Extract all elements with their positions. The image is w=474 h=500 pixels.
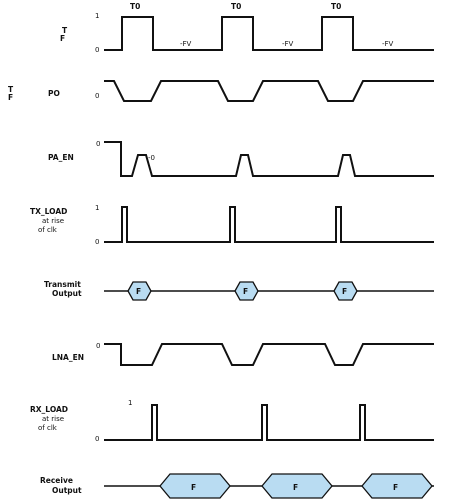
level-label-high: 0 — [96, 342, 100, 350]
signal-label-t-f-sub: F — [60, 34, 65, 43]
level-note: -FV — [382, 40, 394, 48]
waveform-t-po — [104, 80, 434, 102]
signal-label-pa-en: PA_EN — [48, 153, 74, 162]
pulse-label-t0: T0 — [130, 2, 140, 11]
pulse-label-t0: T0 — [231, 2, 241, 11]
data-packet — [159, 473, 231, 499]
waveform-pa-en — [104, 141, 434, 177]
signal-label-t-f: T — [62, 26, 68, 35]
level-label-high: 1 — [95, 12, 99, 20]
signal-label-output: Output — [52, 486, 82, 495]
signal-row-pa-en: PA_EN 0 -0 — [48, 140, 434, 177]
signal-label-t-po-sub: F — [8, 93, 13, 102]
data-packet — [361, 473, 433, 499]
signal-label-rx-load-sub: of clk — [38, 424, 58, 432]
signal-row-t-po: T F PO 0 — [8, 80, 434, 102]
level-label-low: 0 — [95, 46, 99, 54]
waveform-tx-load — [104, 206, 434, 243]
signal-label-rx-load-sub: at rise — [42, 415, 64, 423]
signal-label-t-po: T — [8, 85, 14, 94]
signal-row-transmit-output: Transmit Output F F F — [44, 280, 434, 301]
data-packet-label: F — [136, 287, 141, 296]
signal-row-rx-load: RX_LOAD at rise of clk 1 0 — [30, 399, 434, 443]
data-packet — [261, 473, 333, 499]
level-label-low: 0 — [95, 238, 99, 246]
data-packet-label: F — [393, 483, 398, 492]
signal-label-output: Output — [52, 289, 82, 298]
signal-label-lna-en: LNA_EN — [52, 353, 84, 362]
pulse-label-t0: T0 — [331, 2, 341, 11]
signal-row-lna-en: LNA_EN 0 — [52, 342, 434, 366]
data-packet — [234, 281, 259, 301]
waveform-rx-load — [104, 404, 434, 441]
signal-label-rx-load: RX_LOAD — [30, 405, 68, 414]
level-note: -FV — [282, 40, 294, 48]
level-label-low: 0 — [95, 92, 99, 100]
level-note: -FV — [180, 40, 192, 48]
waveform-t-f — [104, 16, 434, 51]
signal-row-t-f: T F 1 0 T0 T0 T0 -FV -FV -FV — [60, 2, 434, 54]
signal-label-receive: Receive — [40, 476, 73, 485]
waveform-lna-en — [104, 343, 434, 366]
data-packet-label: F — [293, 483, 298, 492]
signal-label-tx-load: TX_LOAD — [30, 207, 67, 216]
signal-row-tx-load: TX_LOAD at rise of clk 1 0 — [30, 204, 434, 246]
level-note: -0 — [148, 154, 155, 162]
data-packet-label: F — [243, 287, 248, 296]
level-label-high: 1 — [95, 204, 99, 212]
level-label-high: 1 — [128, 399, 132, 407]
signal-label-tx-load-sub: of clk — [38, 226, 58, 234]
level-label-high: 0 — [96, 140, 100, 148]
data-packet — [333, 281, 358, 301]
signal-label-t-po-name: PO — [48, 89, 60, 98]
signal-label-transmit: Transmit — [44, 280, 81, 289]
signal-row-receive-output: Receive Output F F F — [40, 473, 434, 499]
signal-label-tx-load-sub: at rise — [42, 217, 64, 225]
level-label-low: 0 — [95, 435, 99, 443]
data-packet — [127, 281, 152, 301]
data-packet-label: F — [342, 287, 347, 296]
data-packet-label: F — [191, 483, 196, 492]
